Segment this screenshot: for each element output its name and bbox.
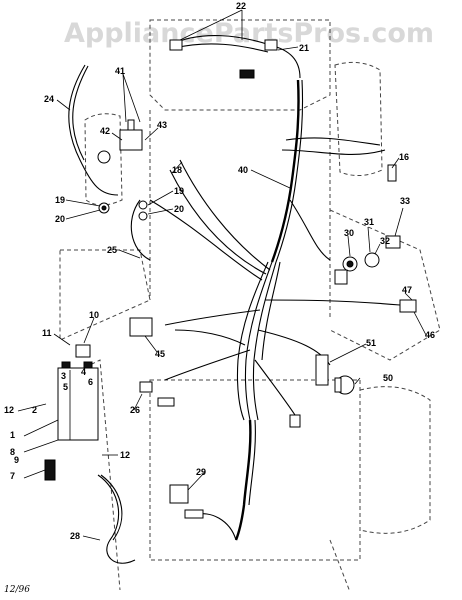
callout-8: 8 [10,447,15,457]
callout-46: 46 [425,330,435,340]
callout-24: 24 [44,94,54,104]
callout-4: 4 [81,367,86,377]
callout-50: 50 [383,373,393,383]
callout-41: 41 [115,66,125,76]
callout-28: 28 [70,531,80,541]
callout-22: 22 [236,1,246,11]
callout-30: 30 [344,228,354,238]
callout-31: 31 [364,217,374,227]
callout-33: 33 [400,196,410,206]
callout-26: 26 [130,405,140,415]
callout-40: 40 [238,165,248,175]
watermark: AppliancePartsPros.com [64,18,434,49]
callout-42: 42 [100,126,110,136]
callout-29: 29 [196,467,206,477]
callout-21: 21 [299,43,309,53]
callout-18: 18 [172,165,182,175]
callout-12-right: 12 [120,450,130,460]
callout-7: 7 [10,471,15,481]
callout-20-right: 20 [174,204,184,214]
callout-45: 45 [155,349,165,359]
callout-43: 43 [157,120,167,130]
callout-11: 11 [42,328,52,338]
callout-16: 16 [399,152,409,162]
callout-32: 32 [380,236,390,246]
callout-51: 51 [366,338,376,348]
leader-lines [17,9,427,541]
callout-6: 6 [88,377,93,387]
callout-3: 3 [61,371,66,381]
callout-10: 10 [89,310,99,320]
callout-19-left: 19 [55,195,65,205]
components [44,39,417,519]
date-code: 12/96 [4,585,30,595]
callout-5: 5 [63,382,68,392]
callout-labels: 22 21 41 24 42 43 40 16 18 19 19 20 20 3… [4,1,435,541]
callout-9: 9 [14,455,19,465]
callout-20-left: 20 [55,214,65,224]
callout-19-right: 19 [174,186,184,196]
callout-12-left: 12 [4,405,14,415]
callout-25: 25 [107,245,117,255]
callout-2: 2 [32,405,37,415]
callout-1: 1 [10,430,15,440]
wiring-harness [68,34,401,564]
callout-47: 47 [402,285,412,295]
